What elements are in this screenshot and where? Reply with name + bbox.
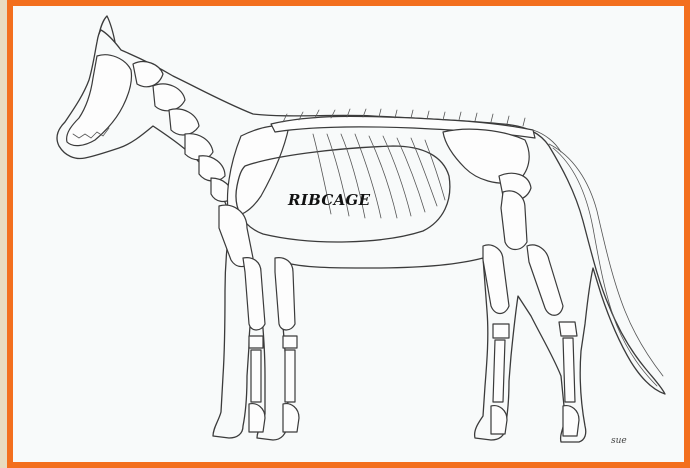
ribcage-label: RIBCAGE (288, 191, 370, 209)
illustration-frame: RIBCAGE sue (7, 0, 690, 468)
skull-bone (67, 55, 132, 146)
artist-signature: sue (611, 436, 627, 446)
hind-leg-bones (483, 191, 579, 436)
horse-skeleton-drawing (13, 6, 684, 462)
neck-vertebrae (133, 62, 233, 202)
horse-ear (99, 16, 115, 42)
